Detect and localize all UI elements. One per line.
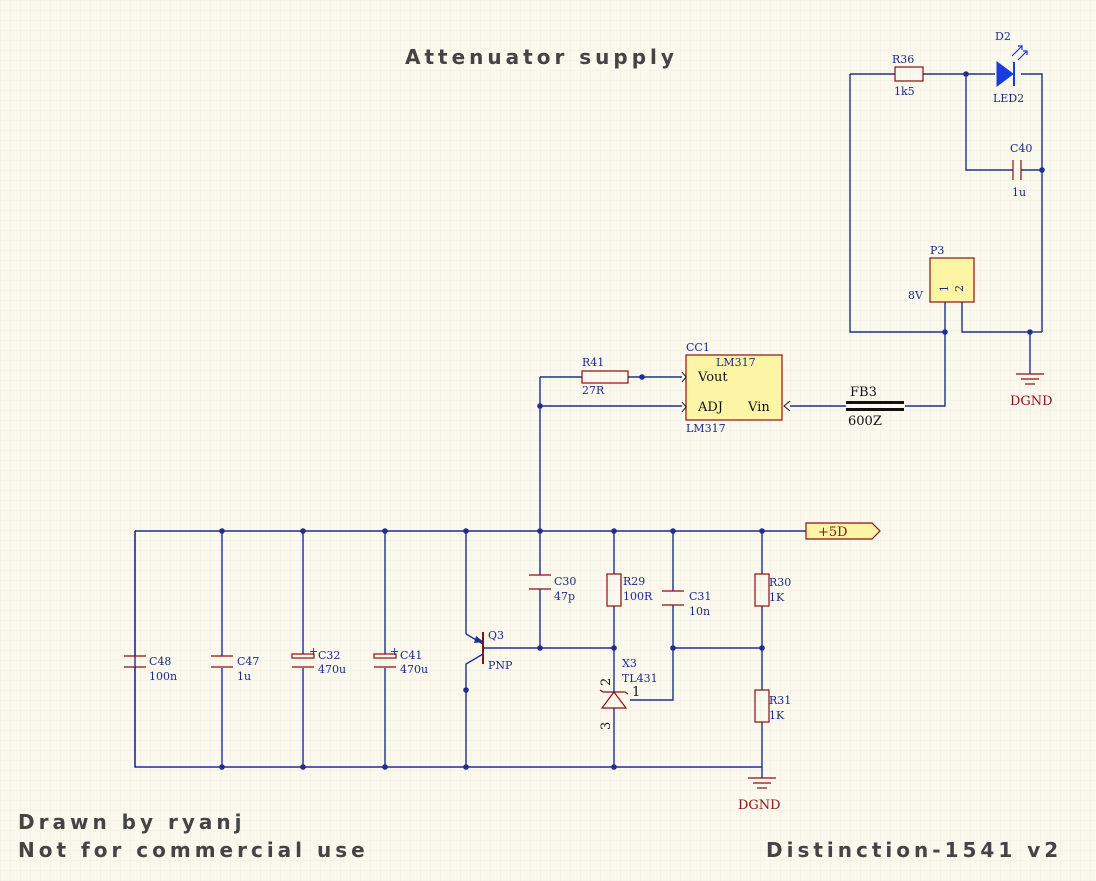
c32-value: 470u [318,663,346,676]
ground-symbol-bottom: DGND [738,777,781,813]
capacitor-c32[interactable]: + C32 470u [291,645,346,676]
transistor-q3[interactable]: Q3 PNP [465,629,513,690]
resistor-r30[interactable]: R30 1K [754,573,791,607]
dgnd-top-label: DGND [1010,394,1053,409]
cc1-ref: CC1 [686,341,710,354]
x3-value: TL431 [622,672,658,685]
regulator-wires [539,376,682,531]
r30-ref: R30 [769,576,791,589]
x3-pin2: 2 [599,678,614,686]
fb3-ref: FB3 [850,385,877,400]
p3-value: 8V [908,289,924,302]
c32-ref: C32 [318,649,340,662]
r41-value: 27R [582,384,605,397]
cc1-pin-adj: ADJ [697,400,723,415]
r41-ref: R41 [582,356,604,369]
p3-ref: P3 [930,244,944,257]
r31-value: 1K [769,709,785,722]
x3-pin1: 1 [632,685,640,700]
net-port-plus5d[interactable]: +5D [805,522,881,540]
capacitor-c31[interactable]: C31 10n [662,590,711,618]
ground-symbol-top: DGND [1010,373,1053,409]
resistor-r36[interactable]: R36 1k5 [892,53,924,98]
c48-ref: C48 [149,655,171,668]
c31-ref: C31 [689,590,711,603]
c30-ref: C30 [554,575,576,588]
footer-license: Not for commercial use [18,838,369,862]
svg-text:+: + [390,645,399,658]
shunt-regulator-x3[interactable]: X3 TL431 1 2 3 [599,657,658,730]
cc1-part: LM317 [716,356,756,369]
capacitor-c47[interactable]: C47 1u [211,655,259,683]
q3-value: PNP [488,659,513,672]
plus5d-label: +5D [818,525,848,540]
cc1-pin-vout: Vout [697,370,728,385]
regulator-cc1[interactable]: CC1 LM317 Vout ADJ Vin LM317 [681,341,791,435]
c40-ref: C40 [1010,142,1032,155]
c47-value: 1u [237,670,251,683]
resistor-r31[interactable]: R31 1K [754,689,791,723]
svg-text:+: + [309,645,318,658]
r36-value: 1k5 [894,85,915,98]
ferrite-fb3[interactable]: FB3 600Z [790,385,904,429]
dgnd-bottom-label: DGND [738,798,781,813]
c48-value: 100n [149,670,177,683]
x3-pin3: 3 [599,722,614,730]
top-wires [849,73,1043,407]
c41-value: 470u [400,663,428,676]
sheet-title: Attenuator supply [405,45,678,69]
led-d2[interactable]: D2 LED2 [993,30,1028,105]
footer-project: Distinction-1541 v2 [766,838,1062,862]
r30-value: 1K [769,591,785,604]
p3-pin1: 1 [938,285,951,292]
c47-ref: C47 [237,655,259,668]
c31-value: 10n [689,605,710,618]
d2-value: LED2 [993,92,1024,105]
cc1-pin-vin: Vin [747,400,770,415]
capacitor-c41[interactable]: + C41 470u [373,645,428,676]
c40-value: 1u [1012,186,1026,199]
cc1-value: LM317 [686,422,726,435]
x3-ref: X3 [622,657,637,670]
r36-ref: R36 [892,53,914,66]
capacitor-c40[interactable]: C40 1u [1010,142,1032,199]
footer-drawn-by: Drawn by ryanj [18,810,245,834]
q3-ref: Q3 [488,629,504,642]
c30-value: 47p [554,590,575,603]
c41-ref: C41 [400,649,422,662]
capacitor-c48[interactable]: C48 100n [124,655,177,767]
connector-p3[interactable]: P3 8V 1 2 [908,244,975,303]
r29-ref: R29 [623,575,645,588]
r31-ref: R31 [769,694,791,707]
fb3-value: 600Z [848,414,882,429]
r29-value: 100R [623,590,653,603]
capacitor-c30[interactable]: C30 47p [529,574,576,603]
resistor-r29[interactable]: R29 100R [606,573,653,607]
d2-ref: D2 [995,30,1011,43]
p3-pin2: 2 [953,285,966,292]
